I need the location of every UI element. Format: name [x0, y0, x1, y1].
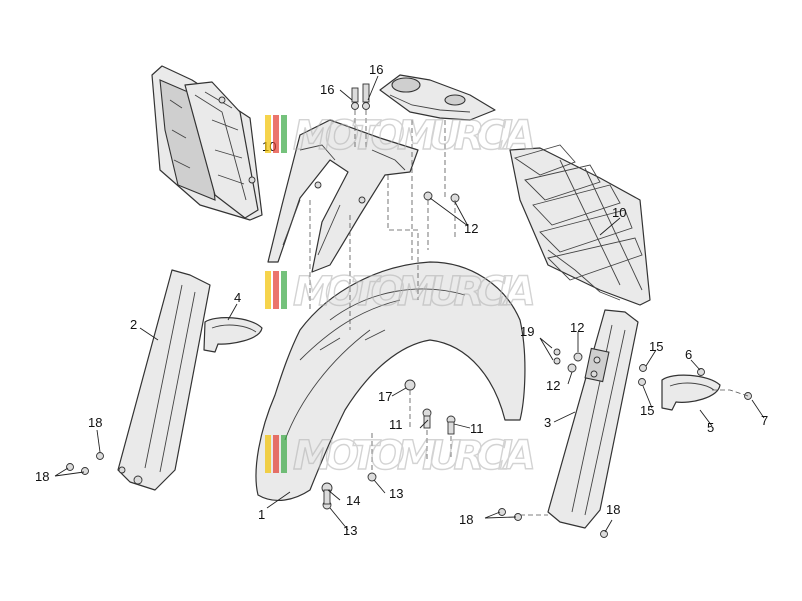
bolt-13b	[367, 472, 377, 482]
callout-19: 19	[520, 324, 534, 339]
assembly-lines	[309, 110, 749, 516]
nut-12d	[567, 363, 577, 373]
bolt-16b	[362, 102, 370, 110]
callout-15a: 15	[649, 339, 663, 354]
watermark-middle: MOTOMURCIA	[265, 268, 538, 316]
callout-18c: 18	[459, 512, 473, 527]
bolt-16a	[351, 102, 359, 110]
callout-13b: 13	[343, 523, 357, 538]
svg-text:MOTOMURCIA: MOTOMURCIA	[293, 113, 538, 159]
bolt-18f	[600, 530, 608, 538]
callout-11b: 11	[470, 421, 484, 436]
callout-1: 1	[258, 507, 265, 522]
bolt-18c	[81, 467, 89, 475]
callout-16a: 16	[320, 82, 334, 97]
callout-12a: 12	[464, 221, 478, 236]
callout-18a: 18	[88, 415, 102, 430]
callout-18b: 18	[35, 469, 49, 484]
fork-guard-left[interactable]	[117, 269, 211, 491]
fork-guard-right[interactable]	[547, 309, 639, 529]
callout-12c: 12	[546, 378, 560, 393]
watermark-top: MOTOMURCIA	[265, 112, 538, 160]
radiator-louver-left[interactable]	[151, 65, 263, 221]
clamp-5[interactable]	[661, 374, 721, 411]
washer-17	[404, 379, 416, 391]
callout-4: 4	[234, 290, 241, 305]
bolt-18d	[498, 508, 506, 516]
watermark-bottom: MOTOMURCIA	[265, 432, 538, 480]
bolt-18b	[66, 463, 74, 471]
callout-17: 17	[378, 389, 392, 404]
callout-14: 14	[346, 493, 360, 508]
nut-15a	[639, 364, 647, 372]
bolt-19b	[553, 357, 561, 365]
callout-16b: 16	[369, 62, 383, 77]
clamp-4[interactable]	[203, 317, 263, 353]
callout-6: 6	[685, 347, 692, 362]
callout-3: 3	[544, 415, 551, 430]
radiator-louver-right[interactable]	[509, 144, 651, 306]
bolt-19a	[553, 348, 561, 356]
nut-6	[697, 368, 705, 376]
front-shroud[interactable]	[267, 119, 419, 273]
callout-12b: 12	[570, 320, 584, 335]
callout-2: 2	[130, 317, 137, 332]
callouts: 1 2 3 4 5 6 7 10 10 11 11 12 12 12 13 13…	[35, 62, 768, 538]
callout-18d: 18	[606, 502, 620, 517]
triple-clamp-top	[379, 74, 496, 121]
svg-text:MOTOMURCIA: MOTOMURCIA	[293, 269, 538, 315]
callout-13a: 13	[389, 486, 403, 501]
callout-10b: 10	[612, 205, 626, 220]
nut-12c	[573, 352, 583, 362]
svg-text:MOTOMURCIA: MOTOMURCIA	[293, 433, 538, 479]
callout-7: 7	[761, 413, 768, 428]
callout-15b: 15	[640, 403, 654, 418]
callout-11a: 11	[389, 417, 403, 432]
bolt-18a	[96, 452, 104, 460]
nut-15b	[638, 378, 646, 386]
leader-lines	[54, 75, 765, 533]
callout-5: 5	[707, 420, 714, 435]
front-fender[interactable]	[255, 261, 526, 502]
